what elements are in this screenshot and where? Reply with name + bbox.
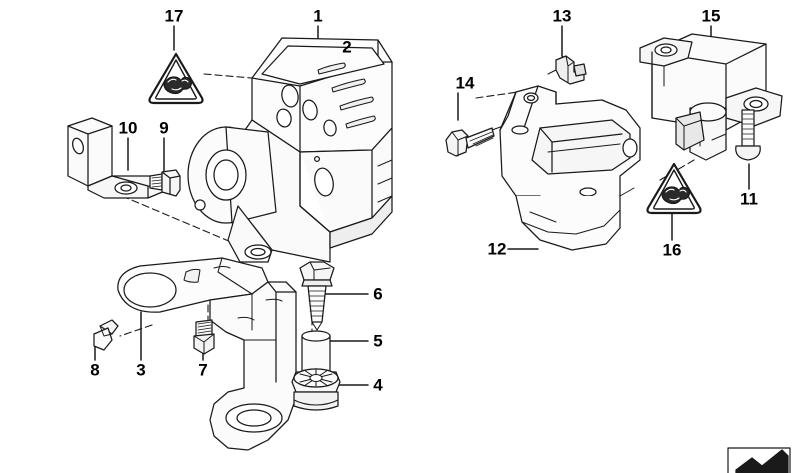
callout-3: 3 <box>136 360 146 380</box>
callout-17: 17 <box>164 6 184 26</box>
callout-16: 16 <box>662 240 682 260</box>
callout-5: 5 <box>373 331 383 351</box>
callout-4: 4 <box>373 375 383 395</box>
callout-10: 10 <box>118 118 138 138</box>
callout-12: 12 <box>487 239 507 259</box>
callout-9: 9 <box>159 118 169 138</box>
callout-14: 14 <box>455 73 475 93</box>
callout-8: 8 <box>90 360 100 380</box>
callout-7: 7 <box>198 360 208 380</box>
callout-13: 13 <box>552 6 572 26</box>
callout-15: 15 <box>701 6 721 26</box>
callout-11: 11 <box>740 189 758 209</box>
callout-2: 2 <box>342 37 352 57</box>
callout-6: 6 <box>373 284 383 304</box>
callout-1: 1 <box>313 6 323 26</box>
